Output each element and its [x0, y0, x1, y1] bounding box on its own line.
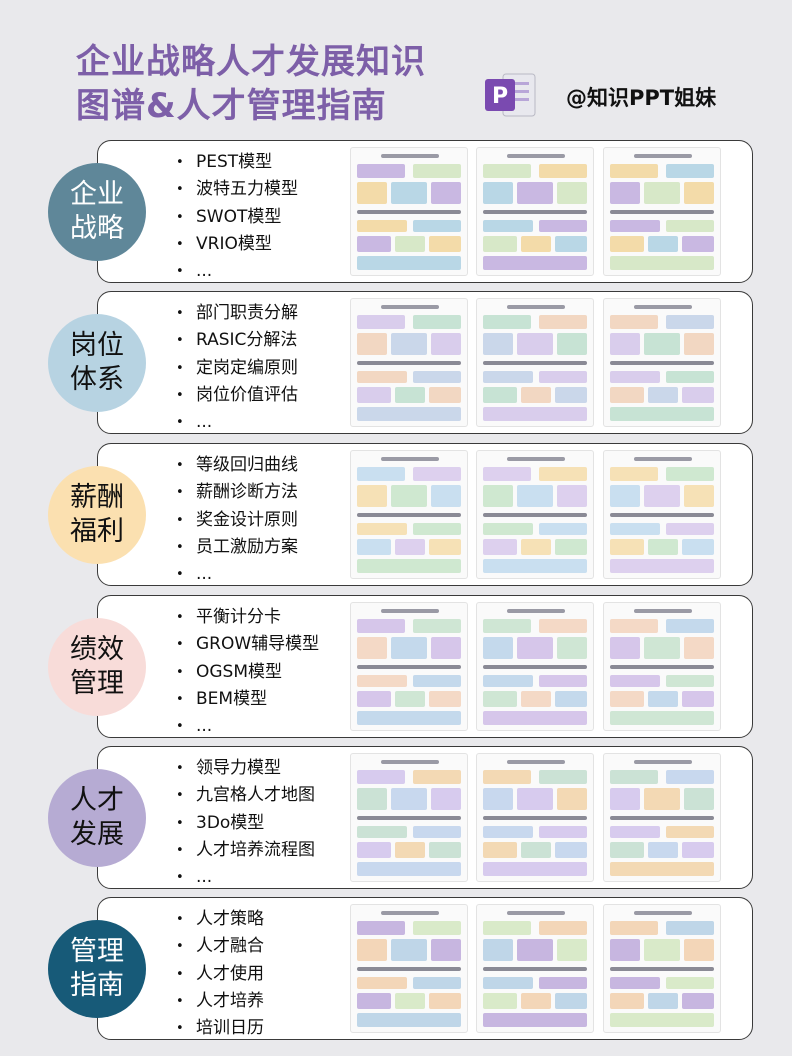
category-label: 管理指南: [67, 935, 127, 1003]
topic-item: BEM模型: [176, 686, 319, 713]
section-position: 部门职责分解RASIC分解法定岗定编原则岗位价值评估...: [97, 291, 753, 434]
topic-item: ...: [176, 713, 319, 740]
topic-item: 等级回归曲线: [176, 452, 298, 479]
category-label-line-2: 指南: [70, 970, 124, 1001]
topic-item: 员工激励方案: [176, 534, 298, 561]
topic-item: 3Do模型: [176, 810, 315, 837]
title-line-2: 图谱&人才管理指南: [76, 86, 387, 126]
category-label: 人才发展: [67, 784, 127, 852]
topic-item: ...: [176, 258, 298, 285]
topic-item: ...: [176, 409, 298, 436]
topic-item: 领导力模型: [176, 755, 315, 782]
section-salary: 等级回归曲线薪酬诊断方法奖金设计原则员工激励方案...: [97, 443, 753, 586]
category-label-line-2: 战略: [70, 213, 124, 244]
diagram-thumbnail: [350, 904, 468, 1033]
category-badge-guide: 管理指南: [48, 920, 146, 1018]
category-label: 薪酬福利: [67, 481, 127, 549]
diagram-thumbnail: [603, 147, 721, 276]
category-label-line-1: 人才: [70, 785, 124, 816]
diagram-thumbnail: [350, 298, 468, 427]
diagram-thumbnail: [603, 753, 721, 882]
category-badge-performance: 绩效管理: [48, 618, 146, 716]
section-talent: 领导力模型九宫格人才地图3Do模型人才培养流程图...: [97, 746, 753, 889]
page-title: 企业战略人才发展知识 图谱&人才管理指南: [76, 40, 426, 128]
category-label-line-2: 体系: [70, 364, 124, 395]
category-label-line-1: 管理: [70, 936, 124, 967]
section-guide: 人才策略人才融合人才使用人才培养培训日历: [97, 897, 753, 1040]
category-label-line-2: 福利: [70, 516, 124, 547]
topic-item: 定岗定编原则: [176, 355, 298, 382]
topic-item: OGSM模型: [176, 659, 319, 686]
topic-item: 人才融合: [176, 933, 264, 960]
diagram-thumbnail: [603, 450, 721, 579]
category-badge-salary: 薪酬福利: [48, 466, 146, 564]
diagram-thumbnail: [350, 602, 468, 731]
category-label: 企业战略: [67, 178, 127, 246]
topic-item: 人才使用: [176, 961, 264, 988]
category-label: 岗位体系: [67, 329, 127, 397]
category-label-line-1: 岗位: [70, 330, 124, 361]
topic-item: GROW辅导模型: [176, 631, 319, 658]
category-label-line-1: 薪酬: [70, 482, 124, 513]
topic-item: RASIC分解法: [176, 327, 298, 354]
diagram-thumbnail: [476, 602, 594, 731]
topic-list: 人才策略人才融合人才使用人才培养培训日历: [176, 906, 264, 1042]
topic-item: 平衡计分卡: [176, 604, 319, 631]
logo-letter: P: [492, 84, 508, 109]
topic-item: ...: [176, 864, 315, 891]
topic-item: SWOT模型: [176, 204, 298, 231]
topic-item: 人才培养流程图: [176, 837, 315, 864]
category-label: 绩效管理: [67, 633, 127, 701]
diagram-thumbnail: [350, 753, 468, 882]
category-label-line-1: 绩效: [70, 634, 124, 665]
category-badge-position: 岗位体系: [48, 314, 146, 412]
diagram-thumbnail: [603, 298, 721, 427]
section-performance: 平衡计分卡GROW辅导模型OGSM模型BEM模型...: [97, 595, 753, 738]
diagram-thumbnail: [476, 147, 594, 276]
brand-handle: @知识PPT姐妹: [566, 86, 717, 110]
topic-list: 领导力模型九宫格人才地图3Do模型人才培养流程图...: [176, 755, 315, 891]
topic-item: 波特五力模型: [176, 176, 298, 203]
category-label-line-2: 发展: [70, 819, 124, 850]
powerpoint-icon: P: [485, 73, 536, 117]
topic-item: 岗位价值评估: [176, 382, 298, 409]
topic-item: 九宫格人才地图: [176, 782, 315, 809]
diagram-thumbnail: [603, 602, 721, 731]
title-line-1: 企业战略人才发展知识: [76, 42, 426, 82]
topic-item: ...: [176, 561, 298, 588]
diagram-thumbnail: [476, 753, 594, 882]
topic-list: 平衡计分卡GROW辅导模型OGSM模型BEM模型...: [176, 604, 319, 740]
section-strategy: PEST模型波特五力模型SWOT模型VRIO模型...: [97, 140, 753, 283]
topic-item: 部门职责分解: [176, 300, 298, 327]
category-label-line-2: 管理: [70, 668, 124, 699]
topic-item: 人才培养: [176, 988, 264, 1015]
diagram-thumbnail: [350, 450, 468, 579]
diagram-thumbnail: [350, 147, 468, 276]
topic-item: 奖金设计原则: [176, 507, 298, 534]
diagram-thumbnail: [476, 450, 594, 579]
topic-item: 培训日历: [176, 1015, 264, 1042]
topic-item: 薪酬诊断方法: [176, 479, 298, 506]
diagram-thumbnail: [476, 904, 594, 1033]
topic-list: 部门职责分解RASIC分解法定岗定编原则岗位价值评估...: [176, 300, 298, 436]
diagram-thumbnail: [476, 298, 594, 427]
category-label-line-1: 企业: [70, 179, 124, 210]
topic-item: PEST模型: [176, 149, 298, 176]
topic-list: 等级回归曲线薪酬诊断方法奖金设计原则员工激励方案...: [176, 452, 298, 588]
diagram-thumbnail: [603, 904, 721, 1033]
category-badge-strategy: 企业战略: [48, 163, 146, 261]
topic-item: VRIO模型: [176, 231, 298, 258]
topic-item: 人才策略: [176, 906, 264, 933]
topic-list: PEST模型波特五力模型SWOT模型VRIO模型...: [176, 149, 298, 285]
category-badge-talent: 人才发展: [48, 769, 146, 867]
